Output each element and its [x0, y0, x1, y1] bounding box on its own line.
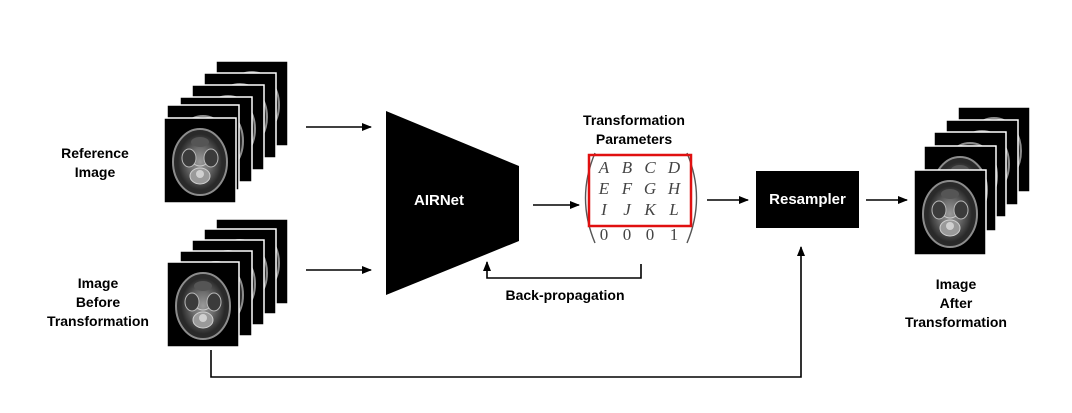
reference-image-label: Reference Image — [54, 144, 136, 182]
matrix-entry: 0 — [600, 225, 609, 244]
matrix-entry: A — [598, 158, 610, 177]
back-propagation-label: Back-propagation — [505, 287, 625, 303]
image-before-label-line: Image — [77, 275, 119, 291]
brain-mri-slice-icon — [913, 169, 987, 256]
matrix-entry: J — [623, 200, 632, 219]
image-before-label-line: Before — [75, 294, 121, 310]
matrix-entry: C — [644, 158, 656, 177]
matrix-entry: F — [621, 179, 633, 198]
matrix-entry: I — [600, 200, 608, 219]
matrix-entry: E — [598, 179, 610, 198]
transformation-parameters-label: Transformation Parameters — [578, 111, 690, 149]
matrix-entry: G — [644, 179, 656, 198]
matrix-entry: D — [667, 158, 681, 177]
back-propagation-arrow — [483, 261, 642, 279]
brain-mri-slice-icon — [166, 261, 240, 348]
airnet-block — [386, 111, 519, 295]
transformation-parameters-label-line: Transformation — [583, 112, 685, 128]
matrix-entry: 0 — [623, 225, 632, 244]
image-after-label: Image After Transformation — [896, 275, 1016, 332]
reference-image-stack — [163, 60, 289, 204]
reference-image-label-line: Reference — [61, 145, 129, 161]
image-before-label-line: Transformation — [47, 313, 149, 329]
brain-mri-slice-icon — [163, 117, 237, 204]
reference-image-label-line: Image — [74, 164, 116, 180]
resampler-label: Resampler — [769, 191, 846, 208]
output-image-stack — [913, 106, 1031, 256]
image-before-label: Image Before Transformation — [38, 274, 158, 331]
image-after-label-line: Transformation — [905, 314, 1007, 330]
moving-image-to-resampler-arrow — [210, 246, 805, 378]
resampler-block — [756, 171, 859, 228]
parameter-highlight-box — [587, 153, 693, 228]
matrix-left-paren — [584, 152, 596, 244]
moving-image-stack — [166, 218, 289, 348]
matrix-entry: K — [643, 200, 657, 219]
transformation-parameters-label-line: Parameters — [595, 131, 673, 147]
image-after-label-line: Image — [935, 276, 977, 292]
image-after-label-line: After — [939, 295, 973, 311]
matrix-entry: 1 — [670, 225, 679, 244]
airnet-label: AIRNet — [413, 192, 464, 209]
matrix-entry: L — [668, 200, 678, 219]
matrix-entry: H — [667, 179, 682, 198]
matrix-entry: 0 — [646, 225, 655, 244]
matrix-entry: B — [622, 158, 633, 177]
